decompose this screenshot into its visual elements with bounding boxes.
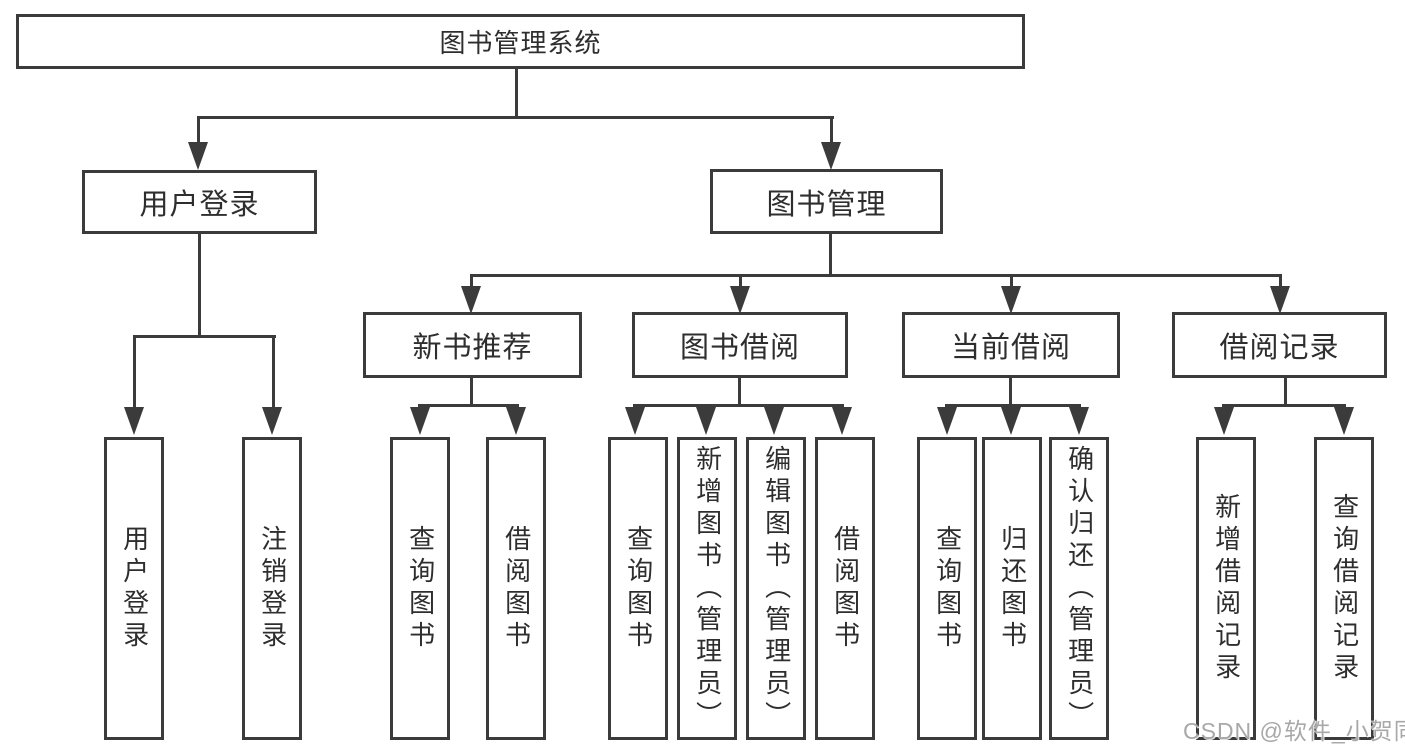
connector-stem-user-login bbox=[197, 116, 200, 144]
leaf-query-books-current: 查询图书 bbox=[917, 437, 977, 740]
connector-stem-leaf bbox=[272, 335, 275, 409]
arrow-down-icon bbox=[730, 286, 750, 314]
leaf-return-books: 归还图书 bbox=[982, 437, 1042, 740]
arrow-down-icon bbox=[1214, 407, 1234, 435]
connector-borrow-records-crossbar bbox=[1222, 404, 1346, 407]
leaf-query-borrow-record: 查询借阅记录 bbox=[1314, 437, 1374, 740]
connector-stem-leaf bbox=[133, 335, 136, 409]
arrow-down-icon bbox=[506, 407, 526, 435]
connector-borrow-records-trunk bbox=[1284, 378, 1287, 407]
node-book-borrowing: 图书借阅 bbox=[632, 312, 848, 378]
arrow-down-icon bbox=[832, 407, 852, 435]
leaf-add-books-admin: 新增图书（管理员） bbox=[677, 437, 737, 740]
leaf-query-books-borrowing: 查询图书 bbox=[608, 437, 668, 740]
node-label: 编辑图书（管理员） bbox=[761, 444, 792, 733]
node-label: 新增借阅记录 bbox=[1211, 492, 1242, 685]
connector-stem-borrow-records bbox=[1279, 274, 1282, 288]
leaf-borrow-books-recommend: 借阅图书 bbox=[486, 437, 546, 740]
connector-book-mgmt-trunk bbox=[829, 233, 832, 277]
node-label: 借阅图书 bbox=[830, 524, 861, 653]
node-label: 用户登录 bbox=[119, 524, 150, 653]
node-label: 图书管理 bbox=[766, 188, 887, 221]
connector-stem-current-borrow bbox=[1010, 274, 1013, 288]
node-label: 图书管理系统 bbox=[439, 28, 602, 58]
connector-new-book-trunk bbox=[470, 378, 473, 407]
csdn-watermark: CSDN @软件_小贺同学 bbox=[1183, 718, 1405, 744]
leaf-user-login: 用户登录 bbox=[104, 437, 164, 740]
connector-stem-new-book bbox=[470, 274, 473, 288]
node-current-borrowing: 当前借阅 bbox=[902, 312, 1120, 378]
connector-book-mgmt-crossbar bbox=[470, 274, 1282, 277]
connector-book-borrow-trunk bbox=[738, 378, 741, 407]
connector-user-login-crossbar bbox=[133, 335, 276, 338]
node-book-management: 图书管理 bbox=[710, 169, 943, 234]
node-label: 查询图书 bbox=[623, 524, 654, 653]
connector-root-trunk bbox=[515, 66, 518, 119]
arrow-down-icon bbox=[124, 407, 144, 435]
arrow-down-icon bbox=[461, 286, 481, 314]
connector-stem-book-borrow bbox=[739, 274, 742, 288]
node-label: 注销登录 bbox=[257, 524, 288, 653]
connector-new-book-crossbar bbox=[418, 404, 519, 407]
arrow-down-icon bbox=[1270, 286, 1290, 314]
node-user-login: 用户登录 bbox=[82, 170, 317, 234]
connector-current-borrow-crossbar bbox=[945, 404, 1081, 407]
node-new-book-recommendation: 新书推荐 bbox=[363, 312, 582, 378]
arrow-down-icon bbox=[821, 142, 841, 170]
node-label: 查询图书 bbox=[932, 524, 963, 653]
arrow-down-icon bbox=[1334, 407, 1354, 435]
arrow-down-icon bbox=[188, 142, 208, 170]
arrow-down-icon bbox=[1069, 407, 1089, 435]
leaf-borrow-books-borrowing: 借阅图书 bbox=[815, 437, 875, 740]
arrow-down-icon bbox=[937, 407, 957, 435]
arrow-down-icon bbox=[625, 407, 645, 435]
node-label: 新增图书（管理员） bbox=[692, 444, 723, 733]
connector-book-borrow-crossbar bbox=[633, 404, 844, 407]
node-label: 用户登录 bbox=[139, 189, 260, 221]
node-label: 借阅记录 bbox=[1219, 332, 1340, 364]
connector-stem-book-management bbox=[830, 116, 833, 144]
node-label: 查询图书 bbox=[405, 524, 436, 653]
arrow-down-icon bbox=[764, 407, 784, 435]
leaf-confirm-return-admin: 确认归还（管理员） bbox=[1049, 437, 1109, 740]
arrow-down-icon bbox=[696, 407, 716, 435]
connector-root-crossbar bbox=[197, 116, 834, 119]
node-label: 当前借阅 bbox=[950, 332, 1071, 364]
connector-current-borrow-trunk bbox=[1009, 378, 1012, 407]
node-label: 新书推荐 bbox=[412, 332, 533, 364]
node-label: 确认归还（管理员） bbox=[1064, 444, 1095, 733]
leaf-logout: 注销登录 bbox=[242, 437, 302, 740]
node-label: 归还图书 bbox=[997, 524, 1028, 653]
node-label: 图书借阅 bbox=[679, 332, 800, 364]
connector-user-login-trunk bbox=[198, 234, 201, 338]
leaf-query-books-recommend: 查询图书 bbox=[390, 437, 450, 740]
arrow-down-icon bbox=[1001, 286, 1021, 314]
node-label: 查询借阅记录 bbox=[1329, 492, 1360, 685]
arrow-down-icon bbox=[410, 407, 430, 435]
node-borrowing-records: 借阅记录 bbox=[1172, 312, 1387, 378]
node-label: 借阅图书 bbox=[501, 524, 532, 653]
leaf-edit-books-admin: 编辑图书（管理员） bbox=[746, 437, 806, 740]
arrow-down-icon bbox=[262, 407, 282, 435]
node-library-management-system: 图书管理系统 bbox=[16, 14, 1025, 69]
leaf-add-borrow-record: 新增借阅记录 bbox=[1196, 437, 1256, 740]
arrow-down-icon bbox=[1001, 407, 1021, 435]
